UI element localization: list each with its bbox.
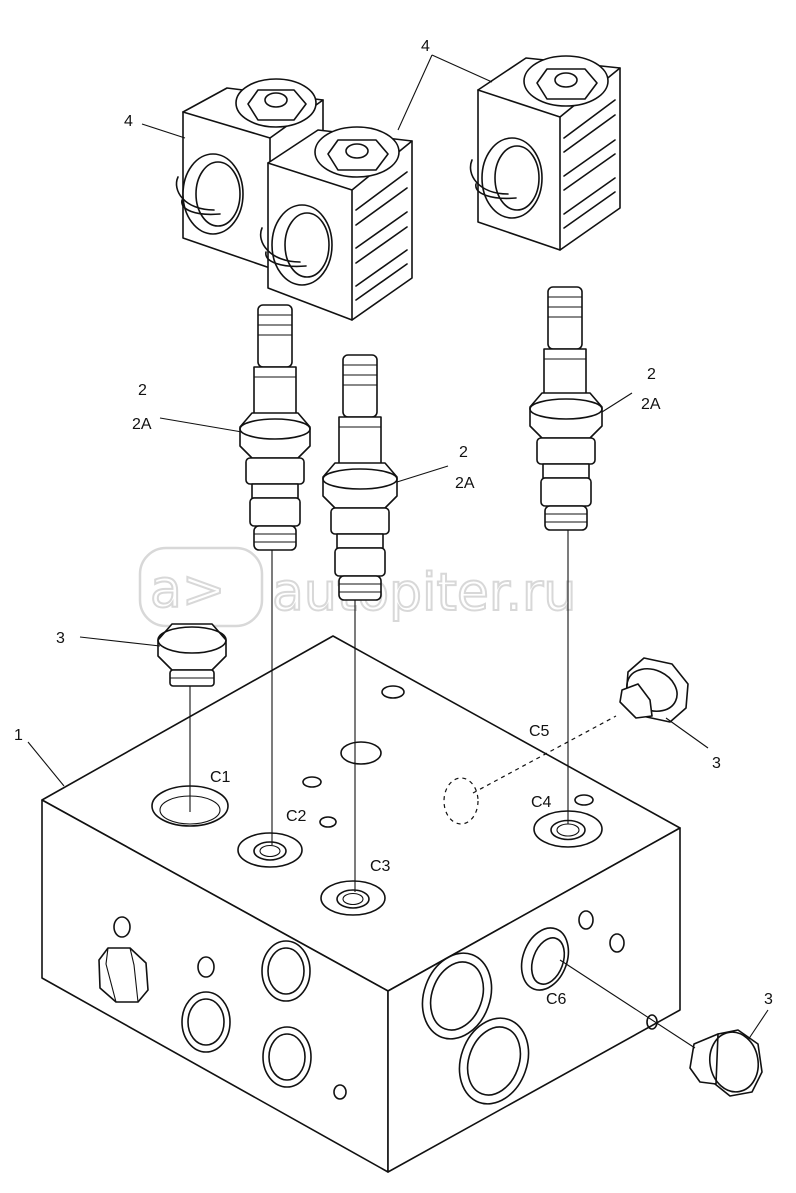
label-port-c5: C5 <box>529 723 550 740</box>
callout-cartridge-middle-2: 2 <box>459 444 468 461</box>
label-port-c4: C4 <box>531 794 552 811</box>
solenoid-coil-left <box>175 78 324 269</box>
label-port-c1: C1 <box>210 769 231 786</box>
port-c2-hole <box>237 832 303 868</box>
callout-plug-bottom-right: 3 <box>764 991 773 1008</box>
block-side-face <box>387 827 681 1173</box>
cartridge-valve-left <box>239 304 311 551</box>
plug-bottom-right <box>689 1029 763 1097</box>
callout-plug-right: 3 <box>712 755 721 772</box>
callout-block: 1 <box>14 727 23 744</box>
callout-cartridge-left-2: 2 <box>138 382 147 399</box>
port-c5-hidden <box>443 777 479 825</box>
callout-cartridge-right-2a: 2A <box>641 396 661 413</box>
plug-top-left <box>157 623 227 687</box>
callout-coil-top: 4 <box>421 38 430 55</box>
callout-labels: 1 2 2A 2 2A 2 2A 3 3 3 4 4 C1 C2 C3 C4 C… <box>14 38 773 1008</box>
watermark: a> autopiter.ru <box>138 546 577 628</box>
label-port-c2: C2 <box>286 808 307 825</box>
callout-cartridge-right-2: 2 <box>647 366 656 383</box>
watermark-text: autopiter.ru <box>272 563 576 623</box>
plug-right <box>619 657 689 723</box>
callout-cartridge-middle-2a: 2A <box>455 475 475 492</box>
solenoid-coil-right <box>469 55 621 251</box>
watermark-logo-mark: a> <box>150 560 225 620</box>
callout-coil-left: 4 <box>124 113 133 130</box>
port-c3-hole <box>320 880 386 916</box>
front-plug <box>98 947 149 1003</box>
callout-cartridge-left-2a: 2A <box>132 416 152 433</box>
leader-lines <box>27 54 769 1049</box>
cartridge-valve-middle <box>322 354 398 601</box>
cartridge-valve-right <box>529 286 603 531</box>
solenoid-coil-middle <box>259 126 413 321</box>
label-port-c3: C3 <box>370 858 391 875</box>
small-hole <box>381 685 405 699</box>
medium-hole <box>340 741 382 765</box>
manifold-block <box>41 635 681 1173</box>
callout-plug-top-left: 3 <box>56 630 65 647</box>
port-c6-hole <box>520 927 570 991</box>
label-port-c6: C6 <box>546 991 567 1008</box>
